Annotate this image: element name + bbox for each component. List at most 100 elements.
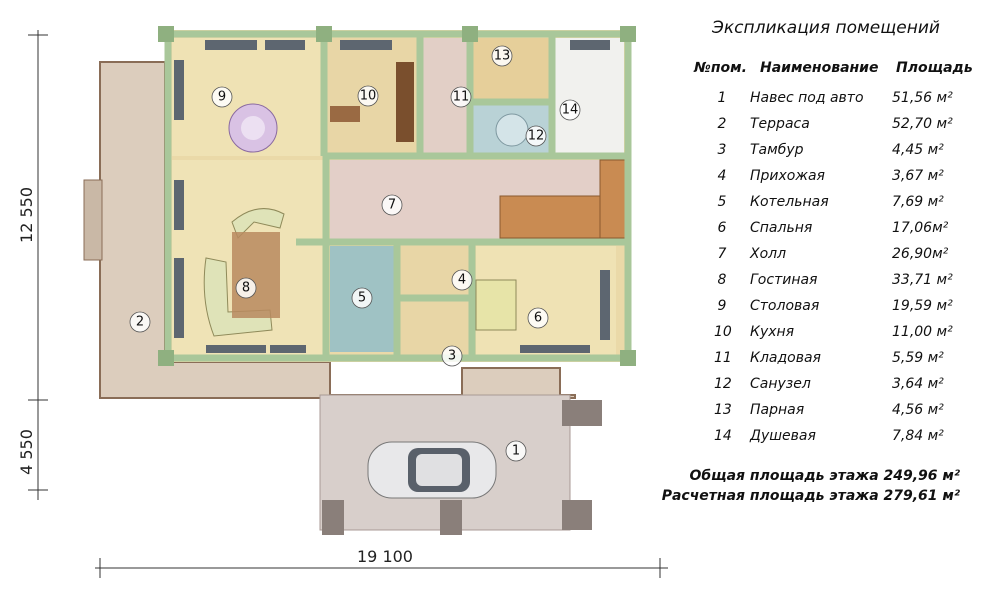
terrace-steps — [83, 179, 103, 261]
legend-row-number: 14 — [714, 428, 732, 444]
dimension-height-carport: 4 550 — [17, 429, 36, 475]
legend-row-area: 26,90м² — [892, 246, 949, 262]
legend-row-area: 7,84 м² — [892, 428, 944, 444]
legend-row: 4 Прихожая 3,67 м² — [660, 168, 990, 192]
legend-row-area: 52,70 м² — [892, 116, 953, 132]
legend-row-number: 2 — [717, 116, 727, 132]
legend-row: 5 Котельная 7,69 м² — [660, 194, 990, 218]
legend-row-name: Тамбур — [750, 142, 804, 158]
legend-row: 10 Кухня 11,00 м² — [660, 324, 990, 348]
legend-header-name: Наименование — [760, 60, 879, 76]
room-14-shower — [554, 38, 624, 154]
room-13-sauna — [472, 38, 550, 100]
room-number-label: 11 — [453, 90, 470, 105]
legend-row-name: Холл — [750, 246, 787, 262]
room-number-label: 5 — [358, 291, 366, 306]
carport-posts — [322, 400, 602, 535]
room-number-label: 6 — [534, 311, 542, 326]
legend-row: 12 Санузел 3,64 м² — [660, 376, 990, 400]
legend-row-area: 33,71 м² — [892, 272, 953, 288]
legend-row-name: Душевая — [750, 428, 816, 444]
walls — [164, 30, 632, 362]
legend-row-name: Кухня — [750, 324, 795, 340]
legend-header-area: Площадь — [896, 60, 973, 76]
room-number-label: 7 — [388, 198, 396, 213]
legend-row-number: 4 — [717, 168, 727, 184]
legend-header-number: №пом. — [694, 60, 747, 76]
legend-row-number: 7 — [717, 246, 727, 262]
legend-row-name: Прихожая — [750, 168, 825, 184]
bedroom-bed — [475, 279, 517, 331]
legend-row-name: Навес под авто — [750, 90, 864, 106]
room-number-label: 3 — [448, 349, 456, 364]
room-legend: Экспликация помещений №пом. Наименование… — [660, 0, 990, 600]
legend-row-name: Столовая — [750, 298, 820, 314]
legend-row-area: 4,56 м² — [892, 402, 944, 418]
legend-row-name: Котельная — [750, 194, 829, 210]
room-number-badge — [527, 307, 549, 329]
room-number-badge — [525, 125, 547, 147]
room-number-badge — [505, 440, 527, 462]
legend-row-area: 7,69 м² — [892, 194, 944, 210]
room-number-label: 1 — [512, 444, 520, 459]
legend-row-number: 6 — [717, 220, 727, 236]
room-number-label: 12 — [528, 129, 545, 144]
legend-row: 1 Навес под авто 51,56 м² — [660, 90, 990, 114]
total-floor-area: Общая площадь этажа 249,96 м² — [689, 468, 960, 484]
room-number-badge — [441, 345, 463, 367]
legend-row-number: 1 — [717, 90, 727, 106]
room-number-label: 4 — [458, 273, 466, 288]
room-number-badge — [450, 86, 472, 108]
room-number-label: 9 — [218, 90, 226, 105]
legend-row-name: Санузел — [750, 376, 811, 392]
legend-row-area: 5,59 м² — [892, 350, 944, 366]
room-number-badge — [451, 269, 473, 291]
legend-row-number: 5 — [717, 194, 727, 210]
legend-row-name: Терраса — [750, 116, 810, 132]
room-number-badge — [235, 277, 257, 299]
legend-row-number: 10 — [714, 324, 732, 340]
dimension-lines — [28, 30, 668, 578]
living-sofa — [203, 208, 285, 337]
room-number-badge — [381, 194, 403, 216]
legend-title: Экспликация помещений — [712, 18, 940, 38]
legend-row-number: 12 — [714, 376, 732, 392]
legend-row-number: 3 — [717, 142, 727, 158]
legend-row-number: 13 — [714, 402, 732, 418]
dimension-width: 19 100 — [357, 547, 413, 566]
legend-row: 13 Парная 4,56 м² — [660, 402, 990, 426]
legend-row-area: 3,67 м² — [892, 168, 944, 184]
legend-row: 2 Терраса 52,70 м² — [660, 116, 990, 140]
room-number-label: 10 — [360, 89, 377, 104]
legend-row-area: 17,06м² — [892, 220, 949, 236]
legend-row: 8 Гостиная 33,71 м² — [660, 272, 990, 296]
legend-row: 6 Спальня 17,06м² — [660, 220, 990, 244]
legend-row: 7 Холл 26,90м² — [660, 246, 990, 270]
legend-row: 14 Душевая 7,84 м² — [660, 428, 990, 452]
room-number-badge — [351, 287, 373, 309]
legend-row-name: Гостиная — [750, 272, 818, 288]
legend-row-area: 4,45 м² — [892, 142, 944, 158]
legend-row-area: 19,59 м² — [892, 298, 953, 314]
room-number-label: 13 — [494, 49, 511, 64]
room-number-label: 2 — [136, 315, 144, 330]
legend-row-name: Спальня — [750, 220, 813, 236]
room-number-badge — [357, 85, 379, 107]
kitchen-counter — [330, 62, 414, 142]
legend-row: 3 Тамбур 4,45 м² — [660, 142, 990, 166]
legend-row-area: 3,64 м² — [892, 376, 944, 392]
legend-row-area: 51,56 м² — [892, 90, 953, 106]
legend-row-area: 11,00 м² — [892, 324, 953, 340]
legend-row-name: Парная — [750, 402, 805, 418]
total-calc-area: Расчетная площадь этажа 279,61 м² — [661, 488, 960, 504]
floor-plan: 12 550 4 550 19 100 — [17, 26, 668, 578]
legend-row-number: 8 — [717, 272, 727, 288]
shower-fixture — [495, 113, 529, 147]
car — [367, 441, 497, 499]
legend-row-name: Кладовая — [750, 350, 821, 366]
windows — [174, 40, 610, 353]
room-number-badge — [211, 86, 233, 108]
